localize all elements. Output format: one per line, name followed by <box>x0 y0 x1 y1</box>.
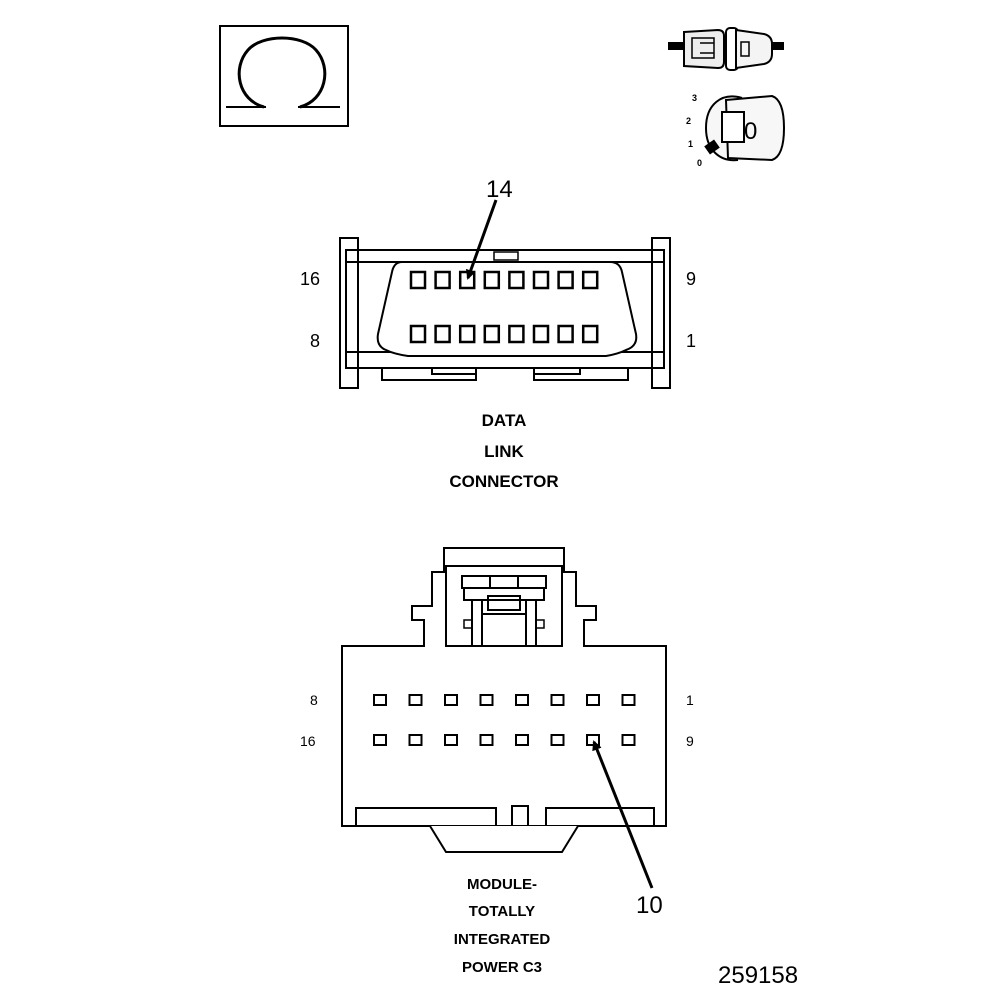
dlc-cavity <box>458 324 476 344</box>
module-cavity <box>444 734 458 746</box>
figure-id: 259158 <box>718 962 799 989</box>
dlc-cavity <box>434 270 451 290</box>
module-cavity <box>586 694 600 706</box>
dlc-cavity <box>409 270 427 290</box>
data-link-connector-cavities <box>409 270 599 344</box>
module-title-line-4: POWER C3 <box>461 959 543 976</box>
module-cavity <box>444 694 458 706</box>
dlc-pin-label-bottom-right: 1 <box>686 331 697 351</box>
ignition-position-1: 1 <box>688 139 694 149</box>
data-link-connector-body <box>339 237 671 389</box>
dlc-title-line-3: CONNECTOR <box>449 472 559 491</box>
dlc-cavity <box>508 270 525 290</box>
module-connector-cavities <box>373 694 636 746</box>
dlc-cavity <box>557 270 574 290</box>
dlc-title-line-2: LINK <box>484 442 524 461</box>
dlc-title-line-1: DATA <box>481 411 527 430</box>
callout-arrow-pin-10 <box>592 740 654 889</box>
module-cavity <box>515 694 529 706</box>
module-cavity <box>373 734 387 746</box>
dlc-pin-label-top-left: 16 <box>300 269 321 289</box>
ignition-position-0: 0 <box>697 158 703 168</box>
module-cavity <box>408 694 423 706</box>
module-connector-body <box>341 547 667 853</box>
module-cavity <box>408 734 423 746</box>
module-cavity <box>373 694 387 706</box>
dlc-cavity <box>557 324 574 344</box>
module-cavity <box>550 734 565 746</box>
dlc-cavity <box>434 324 451 344</box>
dlc-cavity <box>483 270 501 290</box>
ohm-symbol-icon <box>219 25 349 127</box>
module-pin-label-bottom-left: 16 <box>300 733 316 749</box>
module-pin-label-top-right: 1 <box>686 692 694 708</box>
dlc-cavity <box>581 270 599 290</box>
ignition-key-icon <box>704 94 786 162</box>
dlc-cavity <box>532 324 550 344</box>
module-cavity <box>515 734 529 746</box>
dlc-cavity <box>532 270 550 290</box>
callout-pin-14: 14 <box>486 176 513 203</box>
module-title-line-2: TOTALLY <box>468 903 536 920</box>
connector-pair-icon <box>668 27 784 71</box>
ignition-position-2: 2 <box>686 116 692 126</box>
callout-arrow-pin-14 <box>465 199 498 280</box>
dlc-cavity <box>508 324 525 344</box>
dlc-cavity <box>458 270 476 290</box>
dlc-cavity <box>581 324 599 344</box>
module-cavity <box>479 694 494 706</box>
module-title-line-3: INTEGRATED <box>453 931 551 948</box>
dlc-pin-label-top-right: 9 <box>686 269 697 289</box>
module-cavity <box>621 734 636 746</box>
module-cavity <box>550 694 565 706</box>
module-title-line-1: MODULE- <box>467 876 537 893</box>
module-cavity <box>621 694 636 706</box>
module-pin-label-bottom-right: 9 <box>686 733 694 749</box>
ignition-position-3: 3 <box>692 93 698 103</box>
dlc-cavity <box>483 324 501 344</box>
module-cavity <box>479 734 494 746</box>
callout-pin-10: 10 <box>636 892 663 919</box>
dlc-cavity <box>409 324 427 344</box>
module-pin-label-top-left: 8 <box>310 692 318 708</box>
ignition-key-label: 0 <box>744 118 758 145</box>
dlc-pin-label-bottom-left: 8 <box>310 331 321 351</box>
